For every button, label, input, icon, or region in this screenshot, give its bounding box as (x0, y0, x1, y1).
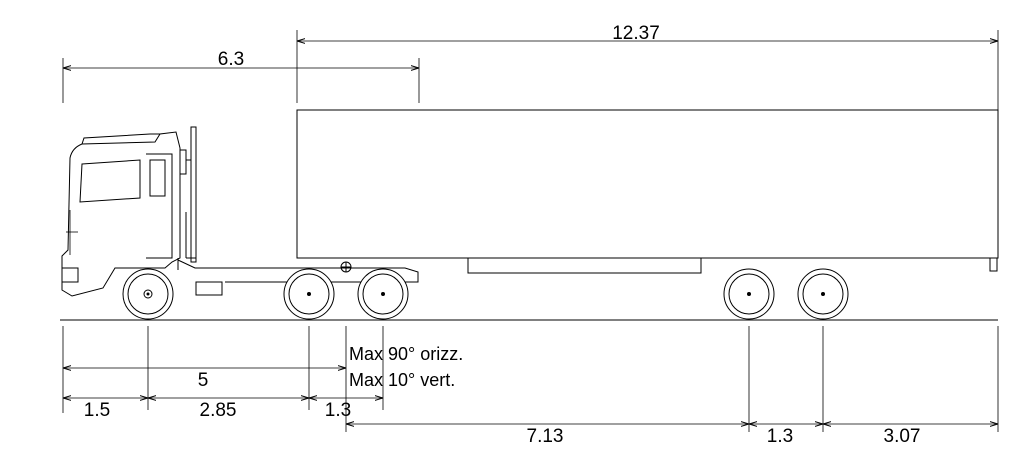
dimension-row-tractor: 1.5 2.85 1.3 (63, 398, 383, 421)
trailer-body (296, 109, 999, 274)
tandem-spacing-label: 1.3 (325, 400, 351, 421)
drive-wheel-1 (283, 268, 335, 320)
trailer-wheel-1 (723, 268, 775, 320)
front-wheel (122, 268, 174, 320)
dimension-tractor-overall: 6.3 (62, 49, 420, 103)
kingpin-to-axle-label: 7.13 (527, 426, 564, 447)
drive-wheel-2 (357, 268, 409, 320)
tractor-overall-label: 6.3 (218, 49, 244, 70)
trailer-wheel-2 (797, 268, 849, 320)
max-vertical-note: Max 10° vert. (349, 370, 455, 390)
trailer-rear-overhang-label: 3.07 (884, 426, 921, 447)
trailer-length-label: 12.37 (612, 23, 660, 44)
tractor-wheelbase-label: 5 (198, 370, 209, 391)
tractor-chassis (177, 126, 419, 296)
trailer-tandem-label: 1.3 (767, 426, 793, 447)
first-wheelbase-label: 2.85 (200, 400, 237, 421)
max-horizontal-note: Max 90° orizz. (349, 344, 463, 364)
dimension-row-trailer: 7.13 1.3 3.07 (346, 424, 998, 447)
dimension-tractor-wheelbase: 5 (63, 368, 346, 391)
front-overhang-label: 1.5 (84, 400, 110, 421)
tractor-cab (61, 131, 191, 297)
dimension-trailer-length: 12.37 (296, 23, 999, 110)
